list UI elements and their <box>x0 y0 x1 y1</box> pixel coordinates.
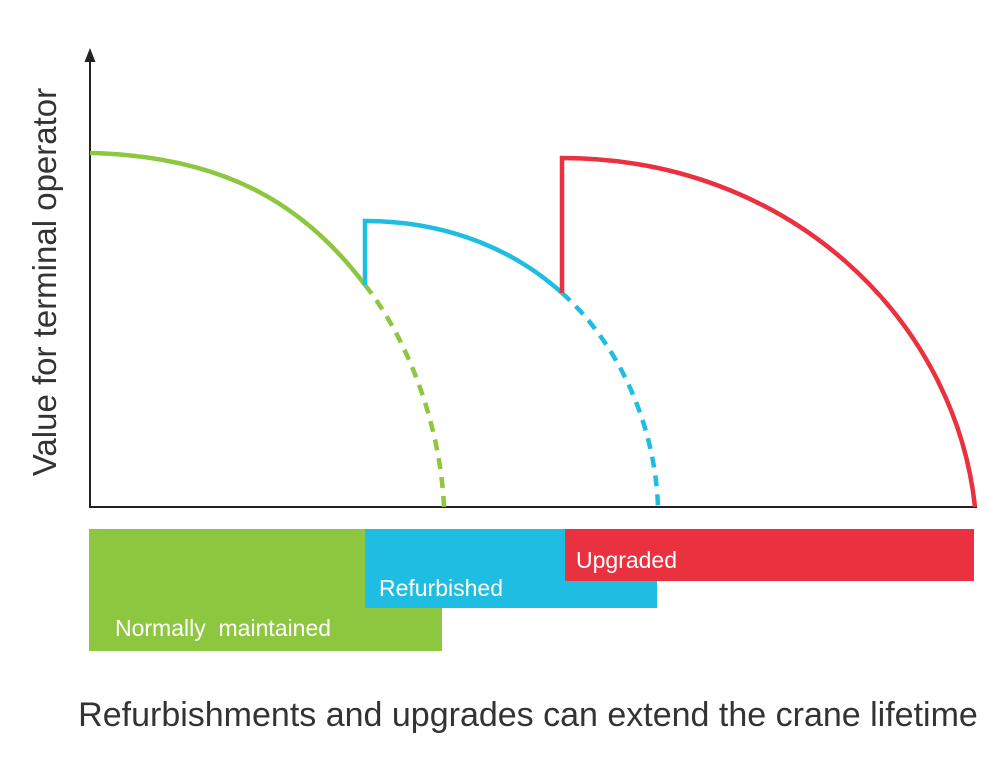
curve-refurbished-dashed <box>560 291 661 508</box>
curve-normal-solid <box>89 150 367 287</box>
bar-label-refurbished: Refurbished <box>379 575 503 601</box>
bar-label-upgraded: Upgraded <box>576 547 677 573</box>
diagram-caption: Refurbishments and upgrades can extend t… <box>78 696 978 734</box>
bar-upgraded <box>565 529 974 581</box>
y-axis-title: Value for terminal operator <box>26 88 63 476</box>
y-axis-arrow-icon <box>84 48 96 62</box>
curve-normal-dashed <box>363 283 447 508</box>
phase-bars: Normally maintained Refurbished Upgraded <box>89 529 974 651</box>
value-curves <box>89 150 978 508</box>
curve-refurbished-solid <box>362 218 564 295</box>
axes <box>84 48 977 508</box>
bar-label-normally-maintained: Normally maintained <box>115 615 331 641</box>
curve-upgraded <box>559 155 978 508</box>
